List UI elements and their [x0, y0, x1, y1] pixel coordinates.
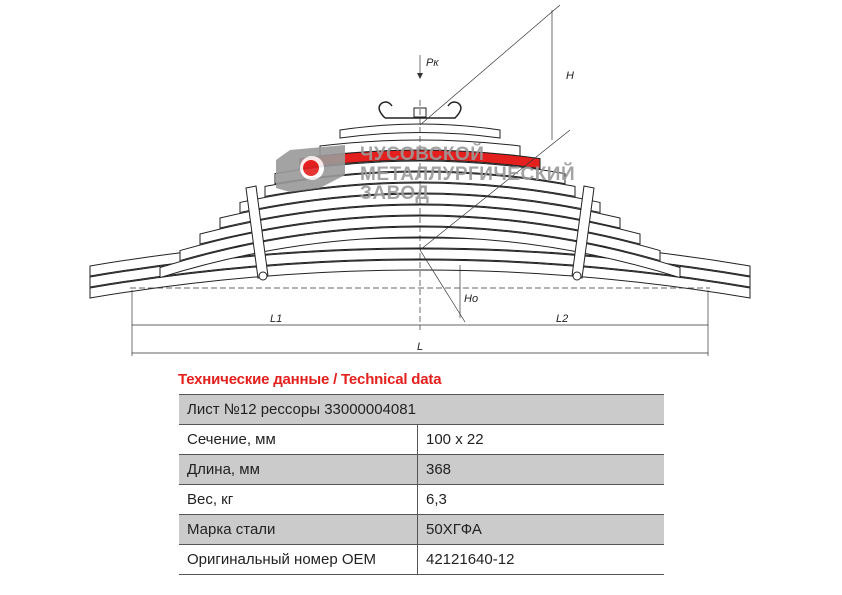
- label-height0: Ho: [464, 293, 478, 305]
- spec-table: Лист №12 рессоры 33000004081 Сечение, мм…: [179, 394, 664, 575]
- spring-leaf: [264, 171, 576, 198]
- row-label: Длина, мм: [179, 454, 418, 485]
- row-label: Вес, кг: [179, 484, 418, 515]
- label-l2: L2: [556, 313, 568, 325]
- load-arrow-icon: [417, 73, 423, 79]
- row-value: 368: [417, 454, 664, 485]
- spring-leaf: [179, 215, 661, 262]
- leaf-spring-diagram: Рк H Ho L1 L2 L ЧУСОВСКОЙ МЕТАЛЛУРГИЧЕСК…: [89, 4, 751, 356]
- table-header: Лист №12 рессоры 33000004081: [179, 394, 664, 425]
- spring-leaf: [239, 182, 601, 214]
- row-value: 100 x 22: [417, 424, 664, 455]
- company-logo: ЧУСОВСКОЙ МЕТАЛЛУРГИЧЕСКИЙ ЗАВОД: [276, 143, 575, 204]
- right-shackle: [571, 185, 595, 281]
- spring-leaf: [219, 193, 621, 229]
- dimension-lines: [130, 4, 710, 356]
- watermark-line2: МЕТАЛЛУРГИЧЕСКИЙ: [360, 163, 575, 185]
- watermark-line1: ЧУСОВСКОЙ: [360, 143, 484, 165]
- row-value: 50ХГФА: [417, 514, 664, 545]
- label-l1: L1: [270, 313, 282, 325]
- row-label: Марка стали: [179, 514, 418, 545]
- row-label: Оригинальный номер OEM: [179, 544, 418, 575]
- spring-leaf: [274, 160, 566, 185]
- table-header-row: Лист №12 рессоры 33000004081: [179, 394, 664, 425]
- spring-leaf: [89, 259, 751, 299]
- label-length: L: [417, 341, 423, 353]
- row-value: 42121640-12: [417, 544, 664, 575]
- row-value: 6,3: [417, 484, 664, 515]
- spring-leaf: [199, 204, 641, 245]
- label-height: H: [566, 70, 574, 82]
- u-bolt-clamp: [378, 101, 462, 119]
- watermark-line3: ЗАВОД: [360, 183, 429, 204]
- spring-leaf: [159, 226, 681, 279]
- label-load: Рк: [426, 57, 439, 69]
- left-shackle: [245, 185, 269, 281]
- row-label: Сечение, мм: [179, 424, 418, 455]
- section-title: Технические данные / Technical data: [178, 371, 442, 388]
